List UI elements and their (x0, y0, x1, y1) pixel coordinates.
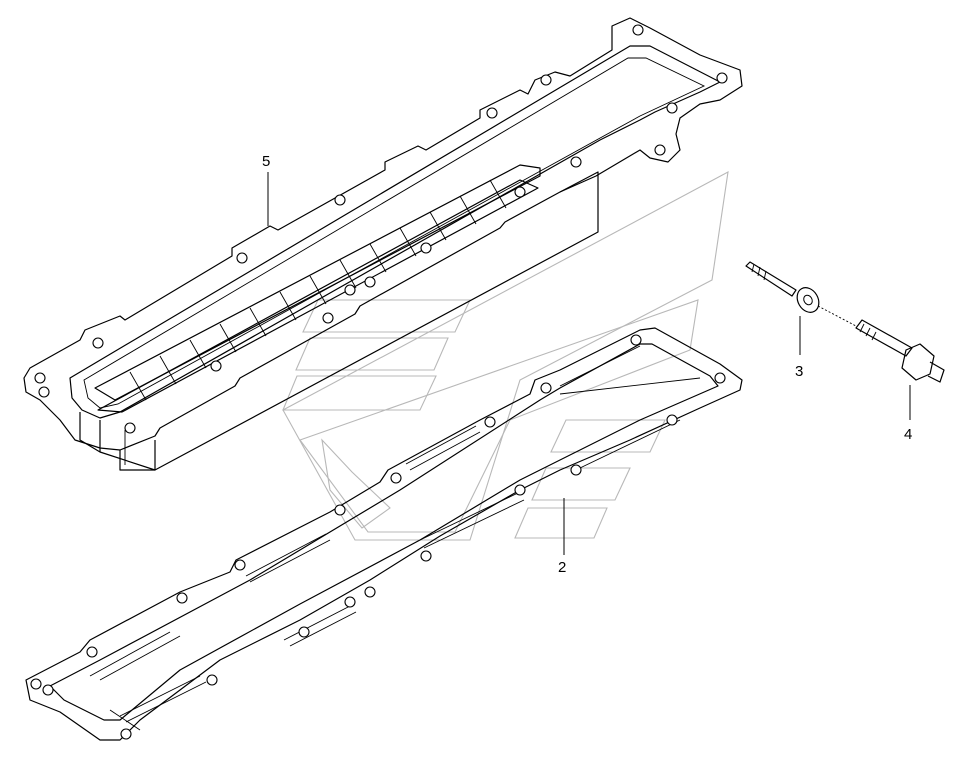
callout-4: 4 (904, 426, 912, 443)
part-4-bolt (855, 319, 945, 383)
part-5-cover (23, 17, 743, 471)
callout-2: 2 (558, 559, 566, 576)
callout-5: 5 (262, 153, 270, 170)
watermark-logo (282, 170, 729, 541)
part-3-washer (745, 261, 857, 327)
callout-3: 3 (795, 363, 803, 380)
part-2-gasket (25, 327, 743, 741)
